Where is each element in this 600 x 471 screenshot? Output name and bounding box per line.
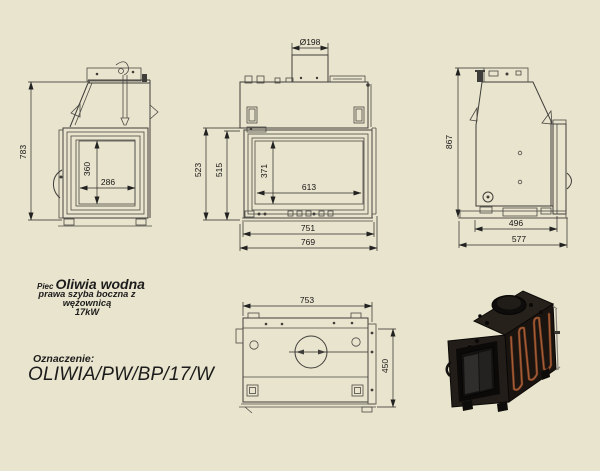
left-side-view: 783 360 286 [18,61,159,227]
dim-front-height-body: 515 [214,163,224,177]
upper-chamber [239,81,369,129]
flue-collar [291,54,329,83]
door-handle [566,172,572,190]
dim-flue-diameter: Ø198 [300,37,321,47]
product-label: Piec [37,282,54,291]
dim-front-height-overall: 523 [193,163,203,177]
designation-label: Oznaczenie: [33,353,95,365]
dim-right-depth-overall: 577 [512,234,526,244]
product-description: prawa szyba boczna z wężownicą 17kW [18,289,156,318]
dim-left-glass-height: 360 [82,162,92,176]
dim-front-width-overall: 769 [301,237,315,247]
handle-3d [445,361,452,377]
body-outline-top [242,317,369,403]
top-view: 753 450 [235,295,396,414]
side-glass-pane [78,140,136,205]
dim-front-glass-width: 613 [302,182,316,192]
description-line-2: wężownicą [62,298,112,309]
front-view: Ø198 523 515 [193,37,378,251]
dim-left-height: 783 [18,145,28,159]
dim-right-height: 867 [444,135,454,149]
drain-port [482,191,494,203]
front-door-edge [552,123,567,215]
dim-front-glass-height: 371 [259,164,269,178]
product-render-3d [445,290,561,412]
door-handle [53,169,63,199]
front-glass-pane [254,140,364,205]
description-line-1: prawa szyba boczna z [38,289,136,299]
dim-front-width-body: 751 [301,223,315,233]
power-rating: 17kW [74,307,100,318]
designation-code: OLIWIA/PW/BP/17/W [28,364,215,385]
dim-left-glass-width: 286 [101,177,115,187]
dim-top-depth: 450 [380,359,390,373]
right-side-view: 867 496 577 [444,67,572,248]
dim-top-width: 753 [300,295,314,305]
dim-right-depth-body: 496 [509,218,523,228]
product-name: Oliwia wodna [55,276,145,292]
